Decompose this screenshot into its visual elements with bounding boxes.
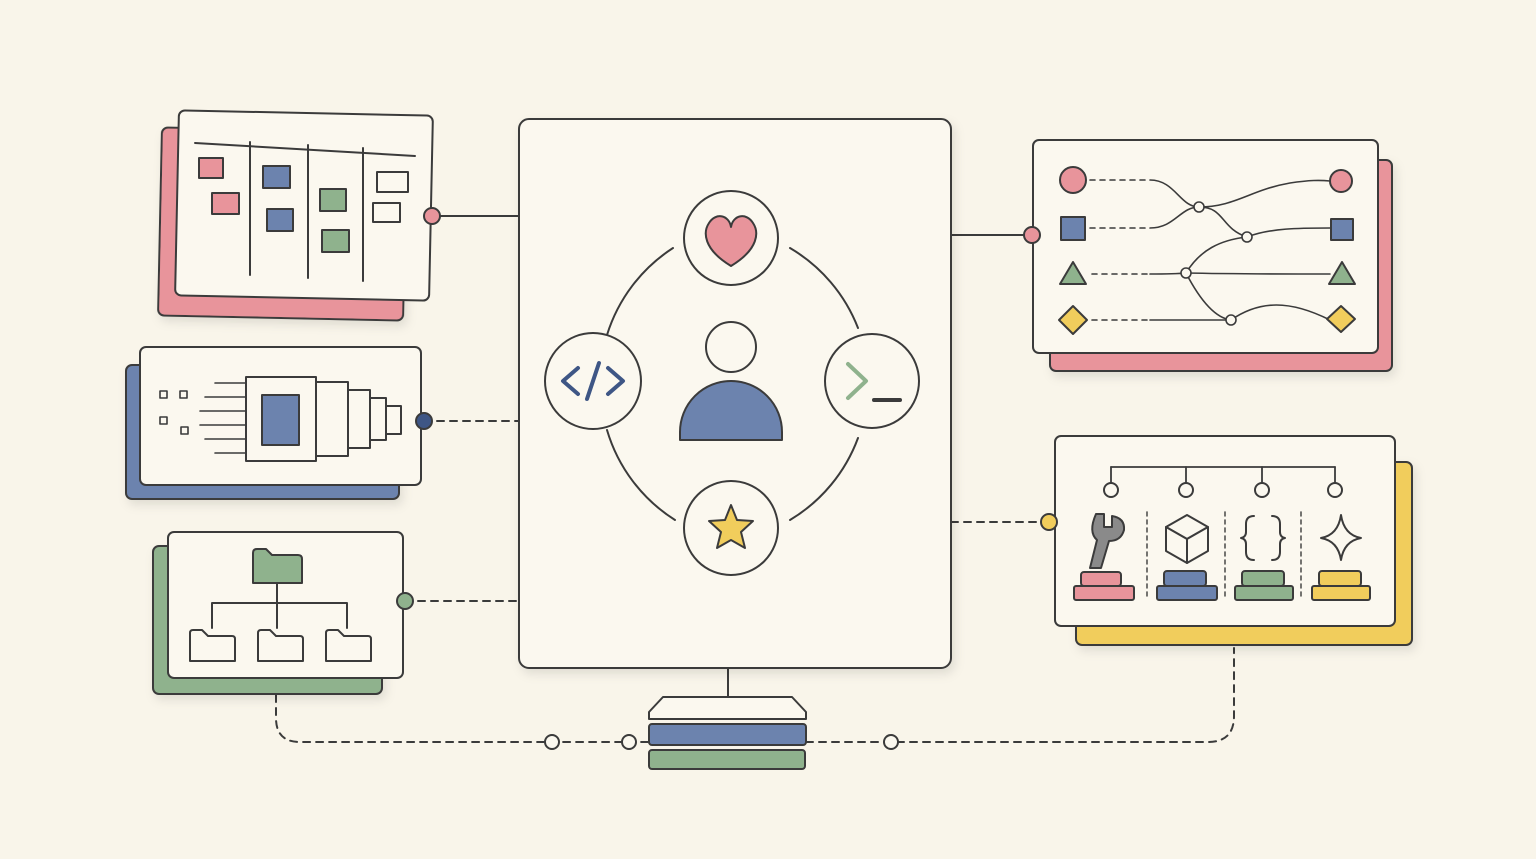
kanban-card — [262, 165, 291, 189]
sparkle-icon — [1311, 514, 1371, 601]
tool-toolbox-panel — [1040, 435, 1413, 646]
square-shape — [1060, 216, 1086, 241]
cube-icon — [1156, 514, 1218, 601]
folder-tree — [189, 548, 372, 662]
central-hub — [518, 118, 952, 669]
shape-routing — [1058, 166, 1356, 335]
diamond-shape — [1326, 305, 1356, 333]
connector-node — [1040, 513, 1058, 531]
connectors — [275, 215, 1235, 743]
folder-icon — [325, 629, 372, 662]
wrench-icon — [1073, 513, 1135, 601]
circle-shape — [1329, 169, 1353, 193]
connector-node — [621, 734, 637, 750]
triangle-shape — [1328, 261, 1356, 285]
terminal-icon — [824, 333, 920, 429]
braces-icon — [1234, 515, 1294, 601]
folder-tree-panel — [152, 531, 414, 695]
orbit-ring — [606, 247, 859, 521]
connector-node — [544, 734, 560, 750]
kanban-card — [211, 192, 240, 215]
layered-pipeline-panel — [125, 346, 433, 500]
connector-node — [883, 734, 899, 750]
kanban-board — [194, 141, 416, 282]
shape-routing-panel — [1023, 139, 1393, 372]
star-icon — [683, 480, 779, 576]
square-shape — [1330, 218, 1354, 241]
kanban-card — [266, 208, 294, 232]
circle-shape — [1059, 166, 1087, 194]
connector-node — [1023, 226, 1041, 244]
connector-node — [396, 592, 414, 610]
folder-icon — [252, 548, 303, 584]
heart-icon — [683, 190, 779, 286]
base-stack — [544, 696, 899, 770]
folder-icon — [189, 629, 236, 662]
kanban-card — [376, 171, 409, 193]
kanban-card — [319, 188, 347, 212]
kanban-card — [321, 229, 350, 253]
kanban-card — [198, 157, 224, 179]
user-icon — [679, 321, 783, 441]
folder-icon — [257, 629, 304, 662]
layered-pipeline — [159, 376, 402, 462]
kanban-board-panel — [157, 109, 441, 322]
diamond-shape — [1058, 305, 1088, 335]
tool-toolbox — [1073, 466, 1371, 601]
connector-node — [415, 412, 433, 430]
connector-node — [423, 207, 441, 225]
kanban-card — [372, 202, 401, 223]
triangle-shape — [1059, 261, 1087, 285]
code-icon — [544, 332, 642, 430]
